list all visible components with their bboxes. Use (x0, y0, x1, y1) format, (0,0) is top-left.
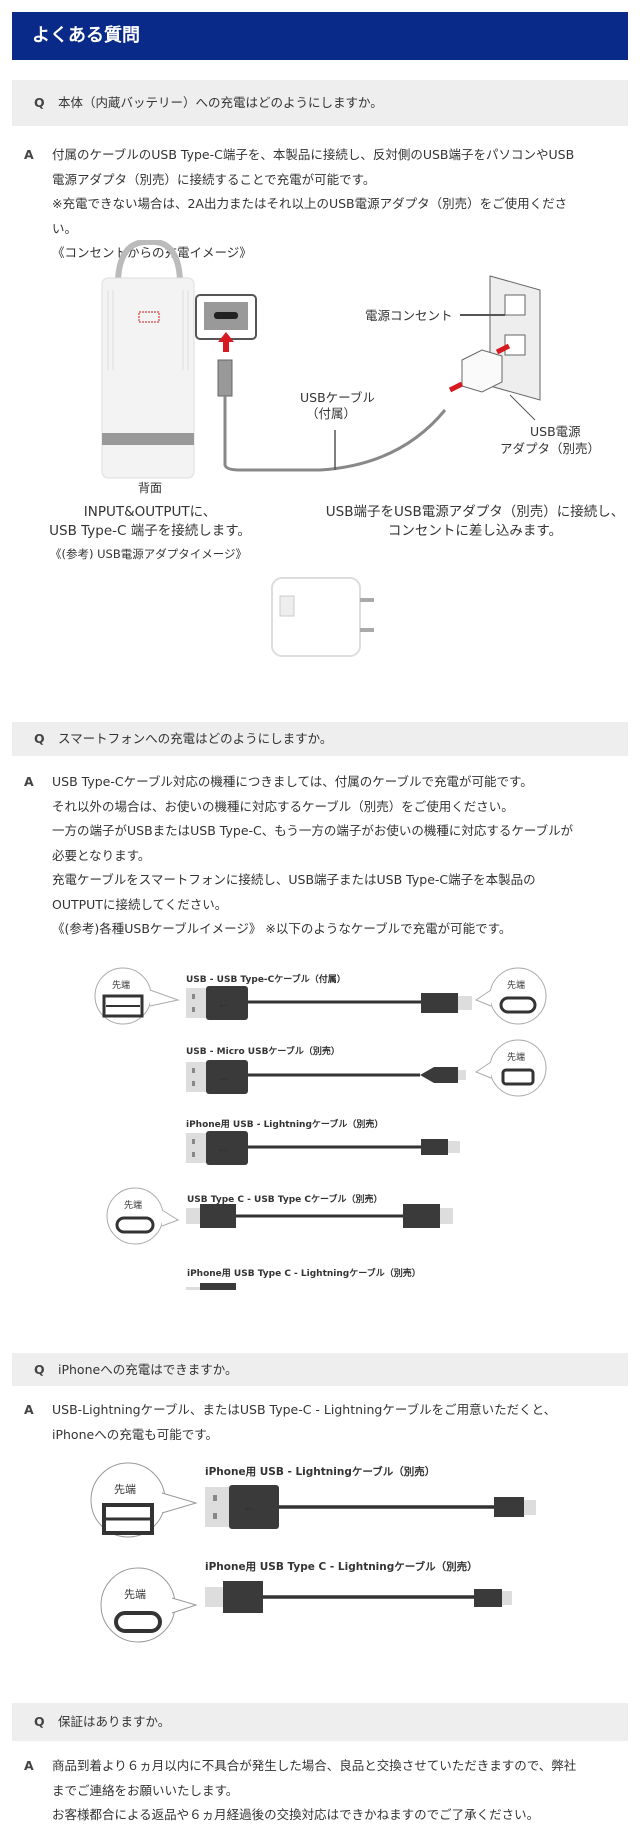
faq-question-1[interactable]: Q 本体（内蔵バッテリー）への充電はどのようにしますか。 (12, 80, 628, 126)
answer-line: 付属のケーブルのUSB Type-C端子を、本製品に接続し、反対側のUSB端子を… (52, 147, 575, 162)
svg-text:先端: 先端 (507, 979, 525, 991)
svg-text:先端: 先端 (507, 1051, 525, 1063)
cable-label: iPhone用 USB Type C - Lightningケーブル（別売） (205, 1560, 478, 1573)
cable-label: iPhone用 USB Type C - Lightningケーブル（別売） (187, 1267, 421, 1279)
usb-c-to-c-cable (186, 1204, 453, 1228)
iphone-cables-diagram: ⭠ 先端 先端 iPhone用 USB - Lightningケーブル（別売） … (90, 1462, 536, 1643)
caption-line: USB Type-C 端子を接続します。 (49, 523, 251, 539)
q-marker: Q (34, 1714, 45, 1729)
answer-line: 《(参考)各種USBケーブルイメージ》 ※以下のようなケーブルで充電が可能です。 (52, 921, 512, 936)
page-title: よくある質問 (12, 12, 628, 60)
lantern-body (101, 277, 195, 479)
answer-line: お客様都合による返品や６ヵ月経過後の交換対応はできかねますのでご了承ください。 (52, 1807, 540, 1822)
svg-text:先端: 先端 (114, 1483, 136, 1496)
answer-line: 電源アダプタ（別売）に接続することで充電が可能です。 (52, 171, 376, 187)
question-text: スマートフォンへの充電はどのようにしますか。 (58, 731, 333, 746)
caption-line: USB端子をUSB電源アダプタ（別売）に接続し、 (325, 504, 625, 520)
usb-c-lightning-cable (186, 1283, 236, 1290)
cable-label: USB Type C - USB Type Cケーブル（別売） (187, 1193, 382, 1205)
right-caption: USB端子をUSB電源アダプタ（別売）に接続し、コンセントに差し込みます。 (310, 503, 640, 541)
usb-c-port-icon (214, 312, 238, 319)
adapter-label: USB電源 (530, 424, 581, 439)
arrow-icon (218, 332, 234, 352)
caption-line: INPUT&OUTPUTに、 (83, 504, 217, 520)
faq-answer-3: A USB-Lightningケーブル、またはUSB Type-C - Ligh… (24, 1398, 624, 1447)
usb-a-tip-bubble: 先端 (90, 1462, 198, 1538)
answer-line: USB Type-Cケーブル対応の機種につきましては、付属のケーブルで充電が可能… (52, 774, 533, 789)
lightning-cable (205, 1485, 536, 1529)
arrow-icon (495, 343, 511, 355)
cable-sub-label: （付属） (306, 406, 356, 421)
faq-answer-2: A USB Type-Cケーブル対応の機種につきましては、付属のケーブルで充電が… (24, 770, 624, 942)
answer-line: USB-Lightningケーブル、またはUSB Type-C - Lightn… (52, 1402, 557, 1417)
back-label: 背面 (138, 481, 162, 495)
charging-diagram: 電源コンセント USBケーブル （付属） USB電源 アダプタ（別売） 背面 (101, 240, 600, 495)
answer-line: い。 (52, 220, 78, 236)
answer-line: それ以外の場合は、お使いの機種に対応するケーブル（別売）をご使用ください。 (52, 798, 514, 814)
usb-cable (223, 396, 447, 472)
q-marker: Q (34, 1362, 45, 1377)
answer-line: 商品到着より６ヵ月以内に不具合が発生した場合、良品と交換させていただきますので、… (52, 1758, 577, 1773)
arrow-icon (448, 381, 464, 393)
outlet-label: 電源コンセント (365, 308, 453, 323)
adapter-sub-label: アダプタ（別売） (500, 441, 600, 456)
answer-line: ※充電できない場合は、2A出力またはそれ以上のUSB電源アダプタ（別売）をご使用… (52, 196, 568, 211)
answer-line: 必要となります。 (52, 847, 151, 863)
faq-answer-1: A 付属のケーブルのUSB Type-C端子を、本製品に接続し、反対側のUSB端… (24, 143, 624, 266)
usb-c-lightning-cable (205, 1581, 512, 1613)
adapter-image-caption: 《(参考) USB電源アダプタイメージ》 (50, 547, 248, 561)
cable-label: iPhone用 USB - Lightningケーブル（別売） (205, 1465, 435, 1478)
question-text: 保証はありますか。 (58, 1714, 171, 1729)
usb-c-tip-bubble: 先端 (106, 1187, 180, 1245)
left-caption: INPUT&OUTPUTに、 USB Type-C 端子を接続します。 (0, 503, 300, 541)
q-marker: Q (34, 731, 45, 746)
cable-label: USBケーブル (300, 390, 375, 405)
a-marker: A (24, 147, 34, 162)
usb-c-cable (186, 986, 472, 1020)
answer-line: 《コンセントからの充電イメージ》 (52, 245, 252, 260)
answer-line: OUTPUTに接続してください。 (52, 896, 228, 912)
svg-text:先端: 先端 (124, 1199, 142, 1211)
answer-line: 一方の端子がUSBまたはUSB Type-C、もう一方の端子がお使いの機種に対応… (52, 823, 574, 838)
cable-label: iPhone用 USB - Lightningケーブル（別売） (186, 1118, 383, 1130)
answer-line: までご連絡をお願いいたします。 (52, 1782, 239, 1798)
usb-a-tip-bubble: 先端 (94, 967, 180, 1025)
a-marker: A (24, 1758, 34, 1773)
answer-line: 充電ケーブルをスマートフォンに接続し、USB端子またはUSB Type-C端子を… (52, 872, 536, 887)
lightning-cable (186, 1131, 460, 1165)
micro-usb-tip-bubble: 先端 (474, 1039, 547, 1097)
micro-usb-cable (186, 1060, 466, 1094)
cable-label: USB - Micro USBケーブル（別売） (186, 1045, 340, 1057)
svg-text:先端: 先端 (112, 979, 130, 991)
cable-types-diagram: ⭠ 先端 先端 先端 先端 USB - USB Type-Cケーブル（付属） U… (94, 967, 547, 1290)
lantern-band (102, 433, 194, 445)
faq-question-4[interactable]: Q 保証はありますか。 (12, 1703, 628, 1741)
faq-answer-4: A 商品到着より６ヵ月以内に不具合が発生した場合、良品と交換させていただきますの… (24, 1754, 624, 1828)
a-marker: A (24, 1402, 34, 1417)
question-text: 本体（内蔵バッテリー）への充電はどのようにしますか。 (58, 95, 383, 110)
cable-label: USB - USB Type-Cケーブル（付属） (186, 973, 346, 985)
a-marker: A (24, 774, 34, 789)
svg-text:先端: 先端 (124, 1588, 146, 1601)
q-marker: Q (34, 95, 45, 110)
usb-c-tip-bubble: 先端 (100, 1567, 198, 1643)
faq-question-2[interactable]: Q スマートフォンへの充電はどのようにしますか。 (12, 722, 628, 756)
answer-line: iPhoneへの充電も可能です。 (52, 1426, 218, 1442)
usb-adapter-image (271, 577, 374, 657)
question-text: iPhoneへの充電はできますか。 (58, 1362, 238, 1377)
lantern-handle (115, 240, 183, 281)
caption-line: コンセントに差し込みます。 (387, 523, 563, 539)
usb-c-tip-bubble: 先端 (474, 967, 547, 1025)
